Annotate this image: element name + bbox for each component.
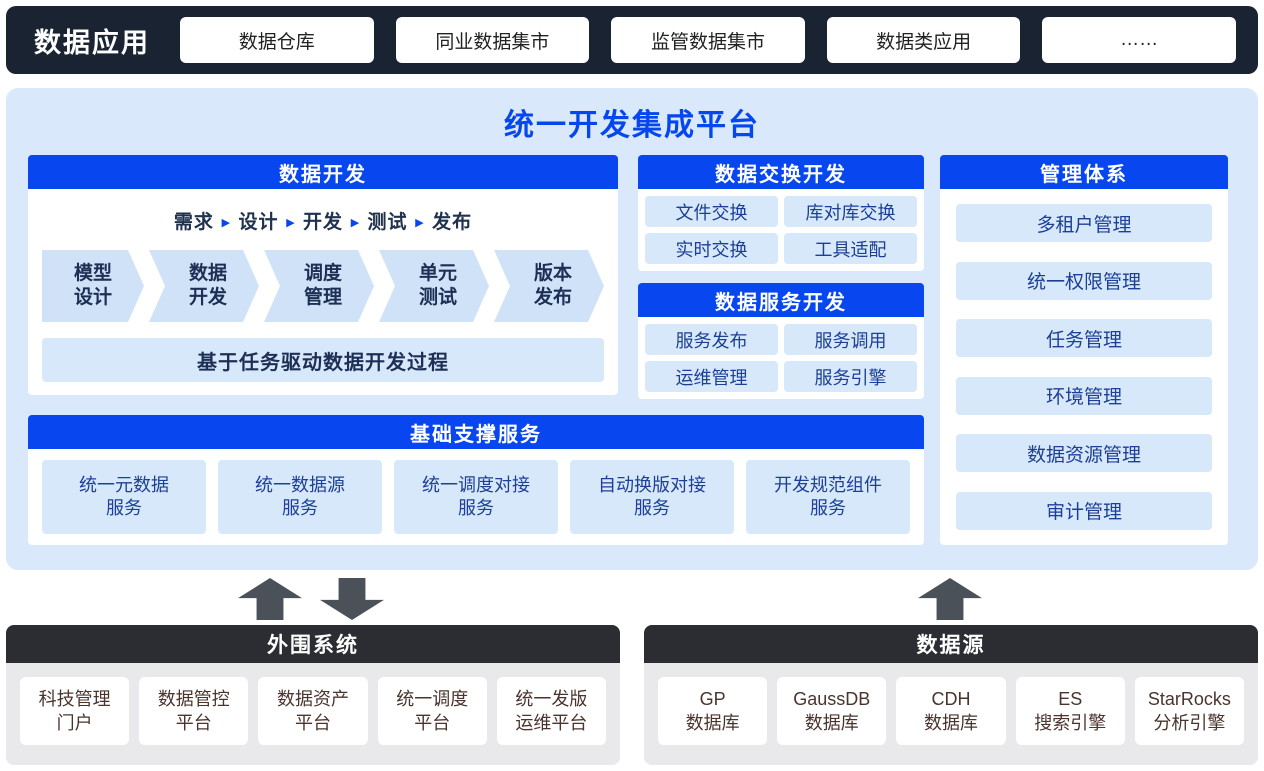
management-system-panel: 多租户管理 统一权限管理 任务管理 环境管理 数据资源管理 审计管理 bbox=[940, 189, 1228, 545]
arrow-separator-icon: ▸ bbox=[221, 214, 231, 231]
process-step-develop: 开发 bbox=[302, 212, 343, 233]
data-development-header: 数据开发 bbox=[28, 155, 618, 189]
service-item-engine: 服务引擎 bbox=[784, 361, 917, 392]
data-application-title: 数据应用 bbox=[34, 27, 150, 58]
task-driven-note: 基于任务驱动数据开发过程 bbox=[42, 338, 604, 382]
base-item-scheduling: 统一调度对接 服务 bbox=[394, 460, 558, 534]
top-item-data-application: 数据类应用 bbox=[826, 17, 1021, 63]
up-arrow-icon bbox=[238, 578, 302, 620]
mgmt-item-permission: 统一权限管理 bbox=[956, 261, 1212, 300]
data-development-section: 数据开发 需求 ▸ 设计 ▸ 开发 ▸ 测试 ▸ 发布 模型 设计 数据 开发 调度 管理 单元… bbox=[28, 155, 618, 395]
datasource-item-starrocks: StarRocks 分析引擎 bbox=[1134, 677, 1245, 745]
peripheral-item-data-governance: 数据管控 平台 bbox=[139, 677, 249, 745]
peripheral-systems-body: 科技管理 门户 数据管控 平台 数据资产 平台 统一调度 平台 统一发版 运维平… bbox=[6, 663, 620, 765]
peripheral-item-tech-portal: 科技管理 门户 bbox=[20, 677, 130, 745]
mgmt-item-data-resource: 数据资源管理 bbox=[956, 434, 1212, 473]
data-sources-header: 数据源 bbox=[644, 625, 1258, 663]
mgmt-item-task: 任务管理 bbox=[956, 319, 1212, 358]
dev-chevron-flow: 模型 设计 数据 开发 调度 管理 单元 测试 版本 发布 bbox=[42, 250, 604, 322]
chevron-model-design: 模型 设计 bbox=[42, 250, 144, 322]
data-application-bar: 数据应用 数据仓库 同业数据集市 监管数据集市 数据类应用 …… bbox=[6, 6, 1258, 74]
peripheral-systems-header: 外围系统 bbox=[6, 625, 620, 663]
data-exchange-panel: 文件交换 库对库交换 实时交换 工具适配 bbox=[638, 189, 924, 271]
data-exchange-header: 数据交换开发 bbox=[638, 155, 924, 189]
base-support-panel: 统一元数据 服务 统一数据源 服务 统一调度对接 服务 自动换版对接 服务 开发… bbox=[28, 449, 924, 545]
management-system-section: 管理体系 多租户管理 统一权限管理 任务管理 环境管理 数据资源管理 审计管理 bbox=[940, 155, 1228, 545]
down-arrow-icon bbox=[320, 578, 384, 620]
data-service-panel: 服务发布 服务调用 运维管理 服务引擎 bbox=[638, 317, 924, 399]
data-development-panel: 需求 ▸ 设计 ▸ 开发 ▸ 测试 ▸ 发布 模型 设计 数据 开发 调度 管理 单元 测试 版… bbox=[28, 189, 618, 395]
process-step-test: 测试 bbox=[367, 212, 408, 233]
platform-title: 统一开发集成平台 bbox=[504, 109, 760, 142]
service-item-invoke: 服务调用 bbox=[784, 324, 917, 355]
up-arrow-icon bbox=[918, 578, 982, 620]
base-item-metadata: 统一元数据 服务 bbox=[42, 460, 206, 534]
exchange-item-db2db: 库对库交换 bbox=[784, 196, 917, 227]
chevron-unit-test: 单元 测试 bbox=[379, 250, 489, 322]
peripheral-item-release-ops: 统一发版 运维平台 bbox=[496, 677, 607, 745]
base-item-auto-version: 自动换版对接 服务 bbox=[570, 460, 734, 534]
top-item-regulatory-data-mart: 监管数据集市 bbox=[611, 17, 805, 63]
mgmt-item-audit: 审计管理 bbox=[956, 491, 1212, 530]
arrow-separator-icon: ▸ bbox=[415, 214, 425, 231]
datasource-item-gaussdb: GaussDB 数据库 bbox=[777, 677, 887, 745]
datasource-item-cdh: CDH 数据库 bbox=[896, 677, 1006, 745]
top-item-ellipsis: …… bbox=[1042, 17, 1236, 63]
exchange-item-realtime: 实时交换 bbox=[645, 233, 778, 264]
data-service-section: 数据服务开发 服务发布 服务调用 运维管理 服务引擎 bbox=[638, 283, 924, 399]
base-support-header: 基础支撑服务 bbox=[28, 415, 924, 449]
management-system-header: 管理体系 bbox=[940, 155, 1228, 189]
base-support-section: 基础支撑服务 统一元数据 服务 统一数据源 服务 统一调度对接 服务 自动换版对… bbox=[28, 415, 924, 545]
data-sources-section: 数据源 GP 数据库 GaussDB 数据库 CDH 数据库 ES 搜索引擎 S… bbox=[644, 625, 1258, 765]
datasource-item-es: ES 搜索引擎 bbox=[1015, 677, 1125, 745]
process-step-requirement: 需求 bbox=[173, 212, 214, 233]
mgmt-item-multitenant: 多租户管理 bbox=[956, 204, 1212, 242]
top-item-peer-data-mart: 同业数据集市 bbox=[395, 17, 590, 63]
mgmt-item-environment: 环境管理 bbox=[956, 376, 1212, 415]
service-item-publish: 服务发布 bbox=[645, 324, 778, 355]
chevron-schedule-mgmt: 调度 管理 bbox=[264, 250, 374, 322]
data-service-header: 数据服务开发 bbox=[638, 283, 924, 317]
peripheral-systems-section: 外围系统 科技管理 门户 数据管控 平台 数据资产 平台 统一调度 平台 统一发… bbox=[6, 625, 620, 765]
data-exchange-section: 数据交换开发 文件交换 库对库交换 实时交换 工具适配 bbox=[638, 155, 924, 271]
base-item-datasource: 统一数据源 服务 bbox=[218, 460, 382, 534]
chevron-version-release: 版本 发布 bbox=[494, 250, 604, 322]
service-item-ops: 运维管理 bbox=[645, 361, 778, 392]
process-step-release: 发布 bbox=[432, 212, 473, 233]
process-step-design: 设计 bbox=[238, 212, 279, 233]
datasource-item-gp: GP 数据库 bbox=[658, 677, 768, 745]
arrow-separator-icon: ▸ bbox=[286, 214, 295, 231]
data-sources-body: GP 数据库 GaussDB 数据库 CDH 数据库 ES 搜索引擎 StarR… bbox=[644, 663, 1258, 765]
dev-process-flow: 需求 ▸ 设计 ▸ 开发 ▸ 测试 ▸ 发布 bbox=[28, 189, 618, 234]
peripheral-item-scheduling: 统一调度 平台 bbox=[377, 677, 487, 745]
base-item-dev-standard: 开发规范组件 服务 bbox=[746, 460, 910, 534]
arrow-separator-icon: ▸ bbox=[351, 214, 360, 231]
unified-dev-platform: 统一开发集成平台 数据开发 需求 ▸ 设计 ▸ 开发 ▸ 测试 ▸ 发布 模型 设计 数据 开发… bbox=[6, 88, 1258, 570]
peripheral-item-data-asset: 数据资产 平台 bbox=[258, 677, 368, 745]
chevron-data-dev: 数据 开发 bbox=[149, 250, 259, 322]
exchange-item-file: 文件交换 bbox=[645, 196, 778, 227]
top-item-data-warehouse: 数据仓库 bbox=[180, 17, 374, 63]
exchange-item-tool-adapt: 工具适配 bbox=[784, 233, 917, 264]
